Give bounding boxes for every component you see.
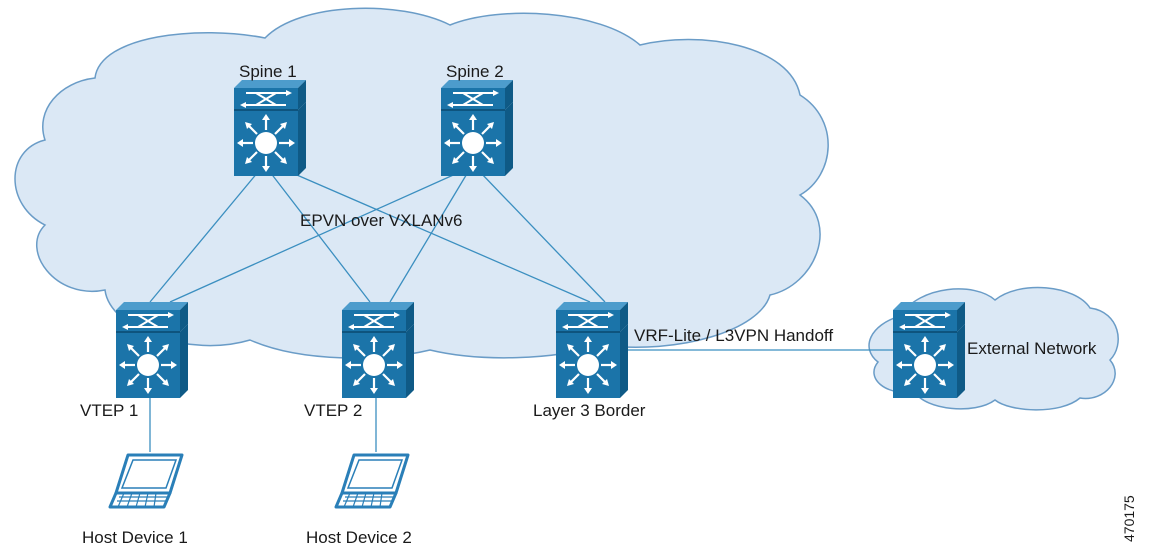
border-label: Layer 3 Border [533,401,646,420]
spine1-switch-icon [232,78,308,178]
border-switch-icon [554,300,630,400]
fabric-label: EPVN over VXLANv6 [300,211,463,230]
vtep1-label: VTEP 1 [80,401,139,420]
figure-id: 470175 [1121,495,1137,542]
spine2-switch-icon [439,78,515,178]
spine1-label: Spine 1 [239,62,297,81]
external-network-label: External Network [967,339,1097,358]
vtep2-label: VTEP 2 [304,401,363,420]
handoff-label: VRF-Lite / L3VPN Handoff [634,326,834,345]
external-switch-icon [891,300,967,400]
fabric-links [149,171,606,303]
vtep2-switch-icon [340,300,416,400]
host2-laptop-icon [334,453,410,509]
host1-laptop-icon [108,453,184,509]
host1-label: Host Device 1 [82,528,188,547]
host2-label: Host Device 2 [306,528,412,547]
spine2-label: Spine 2 [446,62,504,81]
vtep1-switch-icon [114,300,190,400]
fabric-cloud [14,7,829,359]
